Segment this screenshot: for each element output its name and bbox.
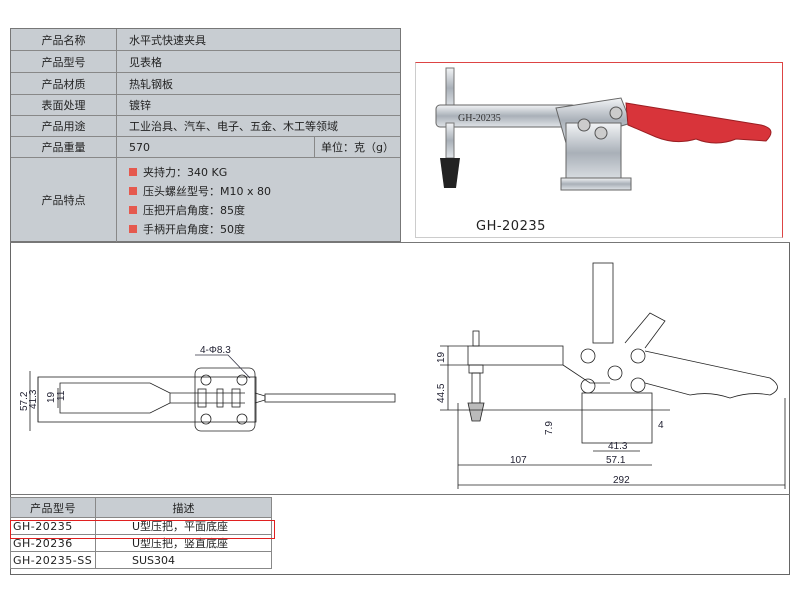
dim-label: 57.2 — [19, 391, 30, 411]
bullet-icon — [129, 224, 137, 233]
feature-list: 夹持力：340 KG 压头螺丝型号：M10 x 80 压把开启角度：85度 手柄… — [117, 158, 400, 242]
selected-row-highlight — [10, 520, 275, 539]
label: 产品材质 — [11, 73, 117, 94]
technical-drawing: 4-Φ8.3 57.2 41.3 19 11 19 44.5 7.9 4 41.… — [10, 242, 790, 495]
spec-row-model: 产品型号见表格 — [11, 51, 400, 73]
table-row: GH-20235 U型压把，平面底座 — [10, 518, 272, 535]
model-cell: GH-20236 — [11, 535, 96, 551]
clamp-illustration: GH-20235 — [435, 67, 772, 191]
value: 水平式快速夹具 — [129, 33, 206, 47]
spec-row-usage: 产品用途工业治具、汽车、电子、五金、木工等领域 — [11, 116, 400, 137]
feature-item: 压把开启角度：85度 — [129, 200, 245, 219]
spec-row-features: 产品特点 夹持力：340 KG 压头螺丝型号：M10 x 80 压把开启角度：8… — [11, 158, 400, 242]
label: 表面处理 — [11, 95, 117, 115]
value: 热轧钢板 — [129, 77, 173, 91]
label: 产品型号 — [11, 51, 117, 72]
weight-unit: 单位：克（g） — [314, 137, 400, 157]
model-cell: GH-20235 — [11, 518, 96, 534]
hole-spec-label: 4-Φ8.3 — [200, 345, 231, 356]
dim-label: 41.3 — [28, 389, 39, 409]
label: 产品用途 — [11, 116, 117, 136]
dim-label: 292 — [613, 475, 630, 486]
label: 产品特点 — [11, 158, 117, 242]
header-cell: 产品型号 — [11, 498, 96, 517]
model-cell: GH-20235-SS — [11, 552, 96, 568]
feature-item: 夹持力：340 KG — [129, 162, 227, 181]
desc-cell: SUS304 — [132, 553, 176, 567]
spec-row-name: 产品名称水平式快速夹具 — [11, 29, 400, 51]
feature-item: 手柄开启角度：50度 — [129, 219, 245, 238]
feature-item: 压头螺丝型号：M10 x 80 — [129, 181, 271, 200]
dim-label: 107 — [510, 455, 527, 466]
table-header: 产品型号 描述 — [10, 497, 272, 518]
photo-caption: GH-20235 — [476, 219, 546, 234]
dim-label: 11 — [56, 390, 67, 401]
desc-cell: U型压把，竖直底座 — [132, 537, 229, 550]
value: 见表格 — [129, 55, 162, 69]
bullet-icon — [129, 167, 137, 176]
dim-label: 41.3 — [608, 441, 628, 452]
header-cell: 描述 — [172, 501, 195, 515]
desc-cell: U型压把，平面底座 — [132, 520, 229, 533]
value: 570 — [129, 140, 150, 154]
dim-label: 57.1 — [606, 455, 626, 466]
table-row: GH-20236 U型压把，竖直底座 — [10, 535, 272, 552]
spec-row-finish: 表面处理镀锌 — [11, 95, 400, 116]
feature-text: 压把开启角度：85度 — [143, 203, 245, 217]
dim-label: 19 — [436, 351, 447, 363]
value: 工业治具、汽车、电子、五金、木工等领域 — [129, 120, 338, 133]
side-view: 19 44.5 7.9 4 41.3 107 57.1 292 — [436, 262, 786, 489]
body-marking: GH-20235 — [458, 113, 501, 124]
table-row: GH-20235-SS SUS304 — [10, 552, 272, 569]
spec-row-weight: 产品重量 570 单位：克（g） — [11, 137, 400, 158]
spec-row-material: 产品材质热轧钢板 — [11, 73, 400, 95]
product-photo: GH-20235 — [415, 62, 783, 238]
value: 镀锌 — [129, 99, 151, 112]
feature-text: 手柄开启角度：50度 — [143, 222, 245, 236]
feature-text: 压头螺丝型号：M10 x 80 — [143, 184, 271, 198]
dim-label: 7.9 — [544, 421, 555, 435]
dim-label: 19 — [46, 391, 57, 403]
drawing-svg: 4-Φ8.3 57.2 41.3 19 11 19 44.5 7.9 4 41.… — [19, 262, 786, 489]
label: 产品重量 — [11, 137, 117, 157]
model-table: 产品型号 描述 GH-20235 U型压把，平面底座 GH-20236 U型压把，竖直… — [10, 497, 272, 569]
top-view: 4-Φ8.3 57.2 41.3 19 11 — [19, 345, 396, 432]
spec-table: 产品名称水平式快速夹具 产品型号见表格 产品材质热轧钢板 表面处理镀锌 产品用途… — [10, 28, 401, 242]
dim-label: 4 — [658, 420, 664, 431]
label: 产品名称 — [11, 29, 117, 50]
bullet-icon — [129, 205, 137, 214]
dim-label: 44.5 — [436, 383, 447, 403]
feature-text: 夹持力：340 KG — [143, 165, 228, 179]
bullet-icon — [129, 186, 137, 195]
product-photo-panel: GH-20235 — [401, 28, 790, 242]
